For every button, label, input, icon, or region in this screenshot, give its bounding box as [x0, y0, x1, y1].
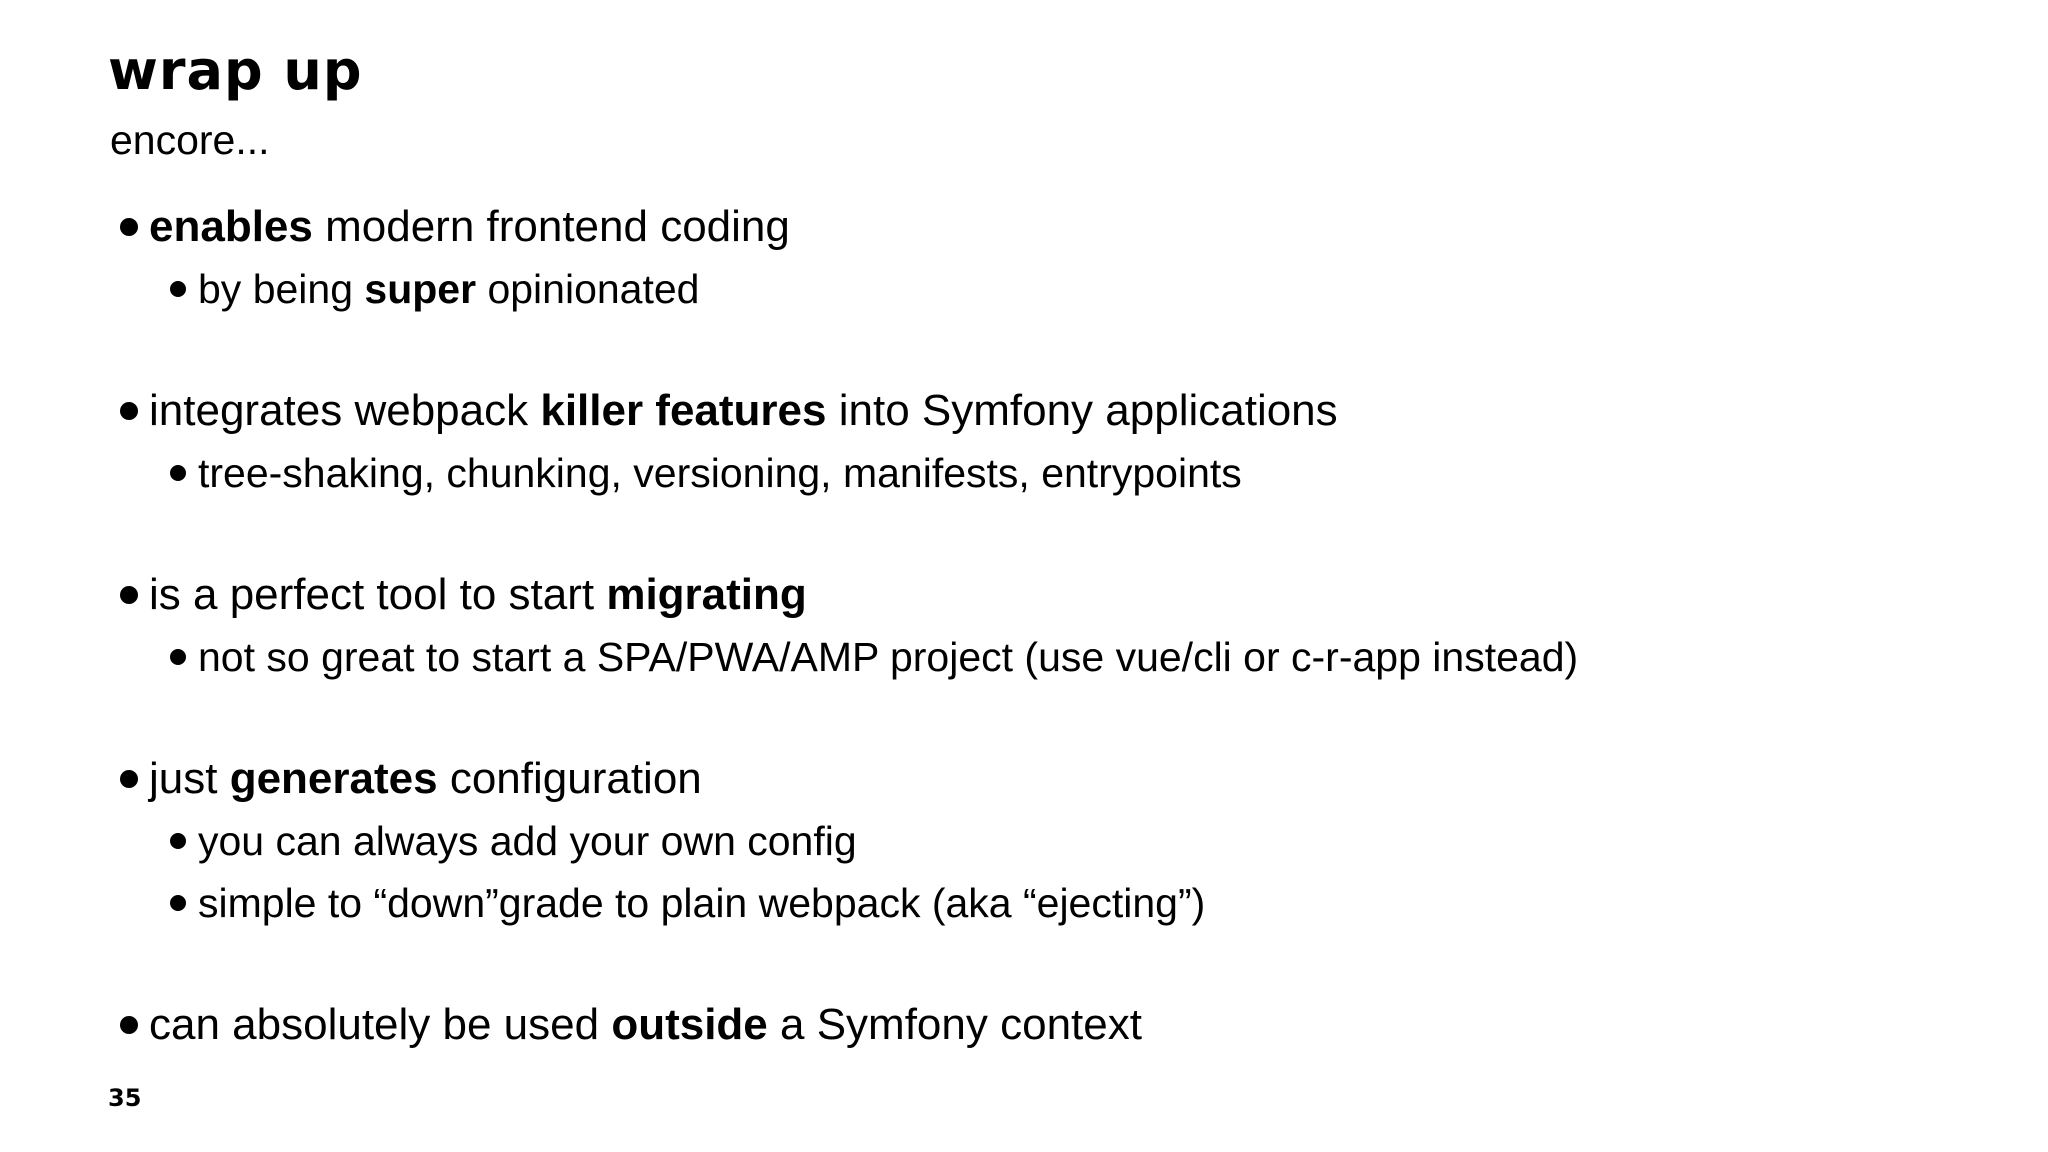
- bullet-group: is a perfect tool to start migrating not …: [110, 564, 2018, 688]
- bullet-dot-icon: [170, 465, 186, 481]
- bullet-dot-icon: [170, 833, 186, 849]
- bullet-dot-icon: [120, 586, 138, 604]
- bullet-dot-icon: [170, 649, 186, 665]
- bullet-text: you can always add your own config: [198, 817, 857, 864]
- sub-bullet-item: you can always add your own config: [110, 810, 2018, 872]
- bullet-item: can absolutely be used outside a Symfony…: [110, 994, 2018, 1056]
- bullet-text: just generates configuration: [149, 754, 702, 803]
- bullet-dot-icon: [170, 895, 186, 911]
- bullet-dot-icon: [120, 218, 138, 236]
- bullet-text: enables modern frontend coding: [149, 202, 790, 251]
- sub-bullet-item: by being super opinionated: [110, 258, 2018, 320]
- bullet-group: can absolutely be used outside a Symfony…: [110, 994, 2018, 1056]
- bullet-item: just generates configuration: [110, 748, 2018, 810]
- bullet-dot-icon: [120, 1016, 138, 1034]
- sub-bullet-item: simple to “down”grade to plain webpack (…: [110, 872, 2018, 934]
- bullet-text: tree-shaking, chunking, versioning, mani…: [198, 449, 1242, 496]
- bullet-text: is a perfect tool to start migrating: [149, 570, 807, 619]
- bullet-dot-icon: [170, 281, 186, 297]
- bullet-group: just generates configuration you can alwa…: [110, 748, 2018, 934]
- bullet-dot-icon: [120, 770, 138, 788]
- slide-title: wrap up: [108, 39, 363, 102]
- sub-bullet-item: tree-shaking, chunking, versioning, mani…: [110, 442, 2018, 504]
- bullet-group: integrates webpack killer features into …: [110, 380, 2018, 504]
- sub-bullet-item: not so great to start a SPA/PWA/AMP proj…: [110, 626, 2018, 688]
- bullet-text: can absolutely be used outside a Symfony…: [149, 1000, 1142, 1049]
- bullet-item: integrates webpack killer features into …: [110, 380, 2018, 442]
- bullet-text: simple to “down”grade to plain webpack (…: [198, 879, 1206, 926]
- bullet-item: enables modern frontend coding: [110, 196, 2018, 258]
- page-number: 35: [108, 1084, 142, 1112]
- bullet-text: integrates webpack killer features into …: [149, 386, 1338, 435]
- bullet-list: enables modern frontend coding by being s…: [110, 196, 2018, 1056]
- bullet-group: enables modern frontend coding by being s…: [110, 196, 2018, 320]
- bullet-text: not so great to start a SPA/PWA/AMP proj…: [198, 633, 1579, 680]
- bullet-item: is a perfect tool to start migrating: [110, 564, 2018, 626]
- bullet-text: by being super opinionated: [198, 265, 700, 312]
- slide-subtitle: encore...: [110, 117, 270, 163]
- bullet-dot-icon: [120, 402, 138, 420]
